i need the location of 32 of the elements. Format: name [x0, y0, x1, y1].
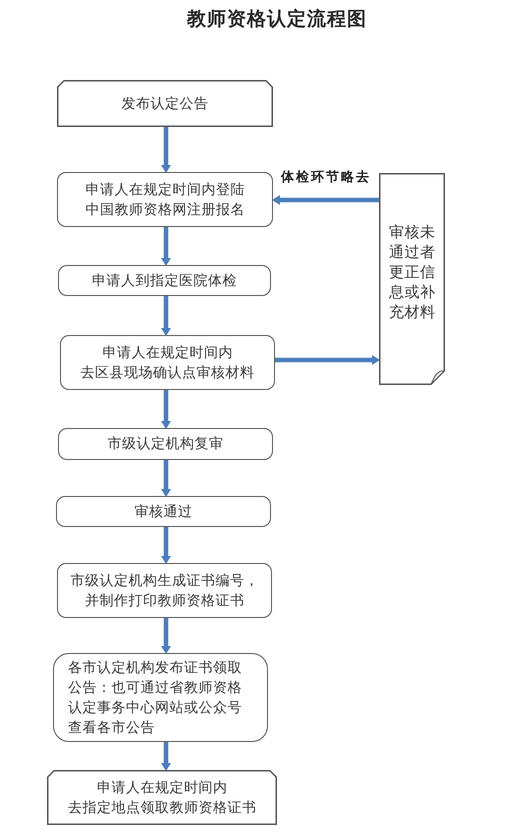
- flow-arrow: [161, 742, 171, 771]
- diagram-title: 教师资格认定流程图: [187, 7, 367, 31]
- step-text: 申请人到指定医院体检: [92, 272, 237, 290]
- step-text: 发布认定公告: [122, 94, 208, 114]
- process-box: [58, 428, 273, 460]
- process-box: [57, 172, 273, 227]
- flow-arrow: [161, 527, 171, 564]
- process-box: [56, 496, 271, 527]
- step-text: 申请人在规定时间内去指定地点领取教师资格证书: [68, 778, 256, 818]
- step-text: 审核通过: [134, 502, 192, 522]
- document-text: 审核未通过者更正信息或补充材料: [388, 222, 436, 322]
- process-box: [60, 335, 275, 390]
- step-text: 申请人在规定时间内登陆中国教师资格网注册报名: [85, 180, 245, 220]
- process-box: [57, 80, 273, 127]
- edge-label: 体检环节略去: [281, 170, 371, 186]
- flow-arrow: [161, 390, 171, 429]
- process-box: [58, 265, 271, 296]
- flow-arrow: [161, 296, 171, 336]
- process-box: [53, 653, 268, 742]
- flow-arrow: [161, 127, 171, 173]
- document-shape: [379, 173, 445, 385]
- process-box: [47, 770, 277, 825]
- flow-arrow: [272, 195, 379, 205]
- flow-arrow: [161, 618, 171, 654]
- flow-arrow: [161, 460, 171, 497]
- step-text: 申请人在规定时间内去区县现场确认点审核材料: [80, 344, 254, 382]
- step-text: 各市认定机构发布证书领取公告：也可通过省教师资格认定事务中心网站或公众号查看各市公告: [68, 658, 243, 738]
- flow-arrow: [275, 355, 380, 365]
- step-text: 市级认定机构生成证书编号，并制作打印教师资格证书: [70, 572, 259, 610]
- flow-arrow: [161, 227, 171, 266]
- step-text: 市级认定机构复审: [108, 435, 224, 454]
- process-box: [57, 563, 272, 618]
